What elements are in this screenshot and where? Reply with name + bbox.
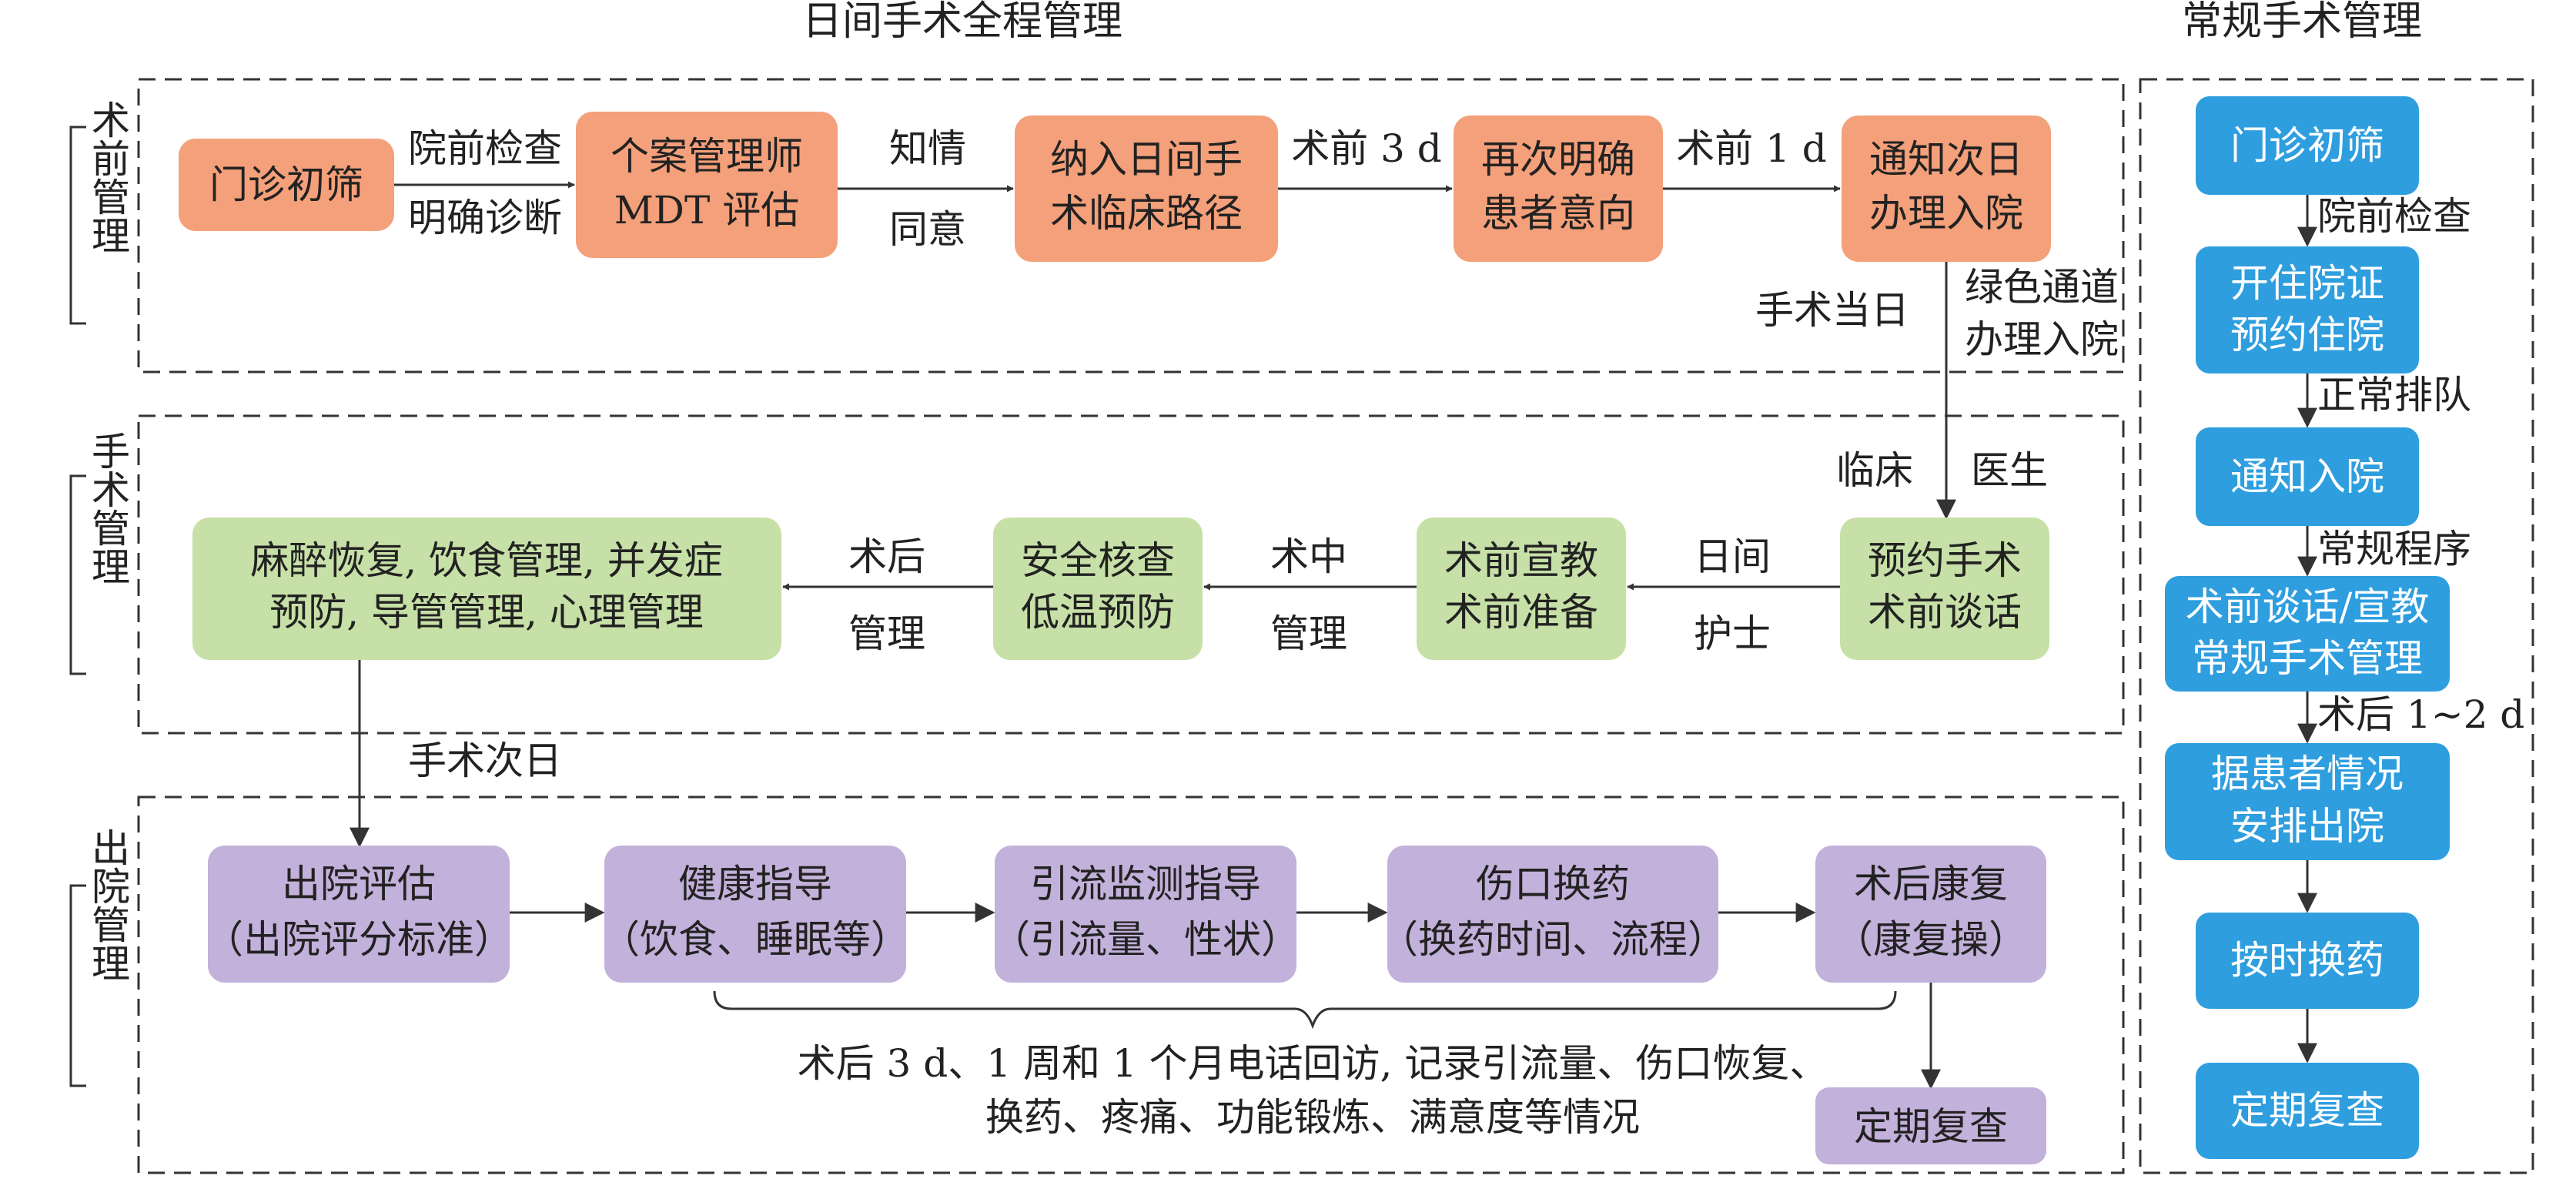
label-intraop-2: 管理 xyxy=(1270,611,1347,656)
wound-dressing-box xyxy=(1387,846,1718,983)
label-intraop-1: 术中 xyxy=(1270,534,1347,579)
side-label-preexam: 院前检查 xyxy=(2317,194,2471,239)
safety-check-box xyxy=(993,517,1203,660)
section-label-discharge-text: 出院管理 xyxy=(85,828,130,982)
discharge-eval-box xyxy=(208,846,510,983)
label-next-day: 手术次日 xyxy=(408,739,562,783)
section-label-discharge: 出院管理 xyxy=(69,828,130,1087)
label-admission: 办理入院 xyxy=(1965,317,2119,362)
side-review-line1: 定期复查 xyxy=(2230,1088,2384,1133)
side-discharge-line1: 据患者情况 xyxy=(2211,752,2404,796)
side-label-routine: 常规程序 xyxy=(2317,527,2471,571)
case-manager-line1: 个案管理师 xyxy=(611,134,803,179)
health-guidance-line2: （饮食、睡眠等） xyxy=(601,917,909,962)
discharge-frame xyxy=(137,795,2125,1174)
preop-education-line2: 术前准备 xyxy=(1444,590,1598,635)
recovery-line1: 麻醉恢复, 饮食管理, 并发症 xyxy=(250,538,723,583)
wound-dressing-line2: （换药时间、流程） xyxy=(1380,917,1726,962)
health-guidance-box xyxy=(604,846,906,983)
notify-admission-box xyxy=(1842,116,2051,262)
section-label-preop-text: 术前管理 xyxy=(85,100,130,254)
side-notify-line1: 通知入院 xyxy=(2230,454,2384,499)
recovery-line2: 预防, 导管管理, 心理管理 xyxy=(269,590,704,635)
label-surgery-day: 手术当日 xyxy=(1755,288,1909,333)
label-informed: 知情 xyxy=(889,126,966,171)
preop-education-box xyxy=(1417,517,1626,660)
case-manager-line2: MDT 评估 xyxy=(614,188,800,233)
side-review-box xyxy=(2196,1063,2419,1159)
side-notify-box xyxy=(2196,427,2419,526)
followup-brace xyxy=(713,990,1897,1030)
side-dressing-box xyxy=(2196,913,2419,1009)
label-postop-1: 术后 xyxy=(848,534,925,579)
label-consent: 同意 xyxy=(889,207,966,252)
drainage-line1: 引流监测指导 xyxy=(1030,862,1261,906)
confirm-intention-box xyxy=(1454,116,1663,262)
day-surgery-pathway-line2: 术临床路径 xyxy=(1050,191,1243,236)
book-surgery-box xyxy=(1840,517,2049,660)
rehab-box xyxy=(1815,846,2046,983)
drainage-line2: （引流量、性状） xyxy=(992,917,1300,962)
safety-check-line1: 安全核查 xyxy=(1021,538,1175,583)
confirm-intention-line1: 再次明确 xyxy=(1481,137,1635,182)
discharge-eval-line1: 出院评估 xyxy=(282,862,436,906)
section-label-preop: 术前管理 xyxy=(69,100,130,325)
side-title: 常规手术管理 xyxy=(2182,0,2422,45)
clinic-screening-box xyxy=(179,139,394,231)
book-surgery-line2: 术前谈话 xyxy=(1868,590,2022,635)
preop-frame xyxy=(137,78,2125,373)
safety-check-line2: 低温预防 xyxy=(1021,590,1175,635)
side-discharge-box xyxy=(2165,743,2450,860)
case-manager-box xyxy=(576,112,838,258)
label-clinical: 临床 xyxy=(1836,448,1913,493)
side-dressing-line1: 按时换药 xyxy=(2230,938,2384,983)
side-admission-permit-line2: 预约住院 xyxy=(2230,313,2384,357)
label-day-nurse-1: 日间 xyxy=(1694,534,1771,579)
clinic-screening-line1: 门诊初筛 xyxy=(209,162,363,207)
followup-line2: 换药、疼痛、功能锻炼、满意度等情况 xyxy=(985,1095,1640,1140)
side-preop-talk-line2: 常规手术管理 xyxy=(2192,636,2423,681)
side-clinic-screening-box xyxy=(2196,96,2419,195)
side-frame xyxy=(2139,78,2534,1174)
confirm-intention-line2: 患者意向 xyxy=(1481,191,1635,236)
followup-line1: 术后 3 d、1 周和 1 个月电话回访, 记录引流量、伤口恢复、 xyxy=(798,1041,1828,1086)
section-label-surgery: 手术管理 xyxy=(69,431,130,675)
health-guidance-line1: 健康指导 xyxy=(678,862,832,906)
recovery-box xyxy=(192,517,781,660)
label-postop-2: 管理 xyxy=(848,611,925,656)
side-preop-talk-box xyxy=(2165,576,2450,692)
label-1d-before: 术前 1 d xyxy=(1676,126,1827,171)
side-discharge-line2: 安排出院 xyxy=(2230,804,2384,849)
book-surgery-line1: 预约手术 xyxy=(1868,538,2022,583)
regular-review-box xyxy=(1815,1087,2046,1164)
label-preexam: 院前检查 xyxy=(408,126,562,171)
notify-admission-line1: 通知次日 xyxy=(1869,137,2023,182)
label-doctor: 医生 xyxy=(1971,448,2048,493)
day-surgery-pathway-box xyxy=(1015,116,1278,262)
label-3d-before: 术前 3 d xyxy=(1291,126,1442,171)
regular-review-line1: 定期复查 xyxy=(1854,1104,2008,1149)
side-label-postop-days: 术后 1~2 d xyxy=(2317,692,2524,737)
rehab-line1: 术后康复 xyxy=(1854,862,2008,906)
rehab-line2: （康复操） xyxy=(1835,917,2027,962)
notify-admission-line2: 办理入院 xyxy=(1869,191,2023,236)
label-diagnosis: 明确诊断 xyxy=(408,196,562,240)
section-label-surgery-text: 手术管理 xyxy=(85,431,130,585)
side-label-queue: 正常排队 xyxy=(2317,373,2471,417)
wound-dressing-line1: 伤口换药 xyxy=(1476,862,1630,906)
label-green-channel: 绿色通道 xyxy=(1965,265,2119,310)
side-admission-permit-box xyxy=(2196,246,2419,373)
main-title: 日间手术全程管理 xyxy=(802,0,1122,45)
day-surgery-pathway-line1: 纳入日间手 xyxy=(1050,137,1243,182)
side-clinic-screening-line1: 门诊初筛 xyxy=(2230,123,2384,168)
discharge-eval-line2: （出院评分标准） xyxy=(205,917,513,962)
side-preop-talk-line1: 术前谈话/宣教 xyxy=(2186,584,2430,629)
label-day-nurse-2: 护士 xyxy=(1694,611,1771,656)
preop-education-line1: 术前宣教 xyxy=(1444,538,1598,583)
side-admission-permit-line1: 开住院证 xyxy=(2230,261,2384,306)
drainage-box xyxy=(995,846,1296,983)
